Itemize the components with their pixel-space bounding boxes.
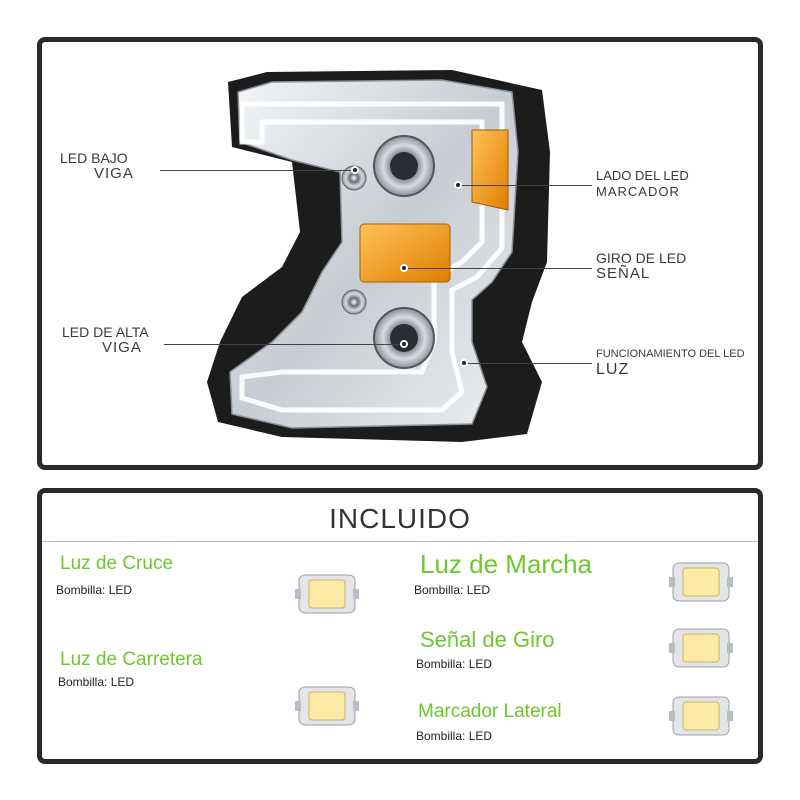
led-chip-icon: [669, 696, 733, 736]
callout-running-light-line2: LUZ: [596, 361, 630, 378]
item-high-beam-bulb: Bombilla: LED: [58, 675, 135, 689]
callout-running-light-line1: FUNCIONAMIENTO DEL LED: [596, 348, 745, 360]
amber-turn: [359, 223, 451, 283]
callout-turn-signal-line1: GIRO DE LED: [596, 250, 687, 266]
item-low-beam-name: Luz de Cruce: [60, 553, 174, 574]
item-high-beam-name: Luz de Carretera: [60, 649, 203, 670]
callout-low-beam-line2: VIGA: [94, 165, 134, 182]
callout-low-beam-line1: LED BAJO: [60, 150, 128, 166]
amber-marker: [471, 129, 509, 211]
item-running-name: Luz de Marcha: [420, 549, 592, 579]
callout-side-marker: LADO DEL LED MARCADOR: [596, 168, 689, 200]
headlight-image: [207, 70, 550, 442]
led-chip-icon: [295, 574, 359, 614]
item-marker-name: Marcador Lateral: [418, 701, 562, 722]
callout-turn-signal: GIRO DE LED SEÑAL: [596, 250, 686, 282]
callout-high-beam-line2: VIGA: [102, 339, 142, 356]
light-guide: [239, 101, 505, 413]
item-marker-bulb: Bombilla: LED: [416, 729, 493, 743]
callout-side-marker-line1: LADO DEL LED: [596, 168, 689, 183]
item-turn-bulb: Bombilla: LED: [416, 657, 493, 671]
led-chip-icon: [669, 628, 733, 668]
included-panel: INCLUIDO Luz de Cruce Bombilla: LED Luz …: [37, 488, 763, 764]
callout-turn-signal-line2: SEÑAL: [596, 265, 651, 282]
item-turn-name: Señal de Giro: [420, 627, 555, 652]
included-heading: INCLUIDO: [329, 503, 471, 534]
led-chip-icon: [669, 562, 733, 602]
callout-low-beam: LED BAJO VIGA: [60, 150, 134, 182]
heading-divider: [42, 541, 758, 542]
item-running-bulb: Bombilla: LED: [414, 583, 491, 597]
headlight-diagram-panel: LED BAJO VIGA LED DE ALTA VIGA LADO DEL …: [37, 37, 763, 470]
callout-high-beam-line1: LED DE ALTA: [62, 324, 149, 340]
callout-side-marker-line2: MARCADOR: [596, 184, 680, 199]
callout-high-beam: LED DE ALTA VIGA: [62, 324, 149, 356]
led-chip-icon: [295, 686, 359, 726]
callout-running-light: FUNCIONAMIENTO DEL LED LUZ: [596, 346, 745, 378]
item-low-beam-bulb: Bombilla: LED: [56, 583, 133, 597]
